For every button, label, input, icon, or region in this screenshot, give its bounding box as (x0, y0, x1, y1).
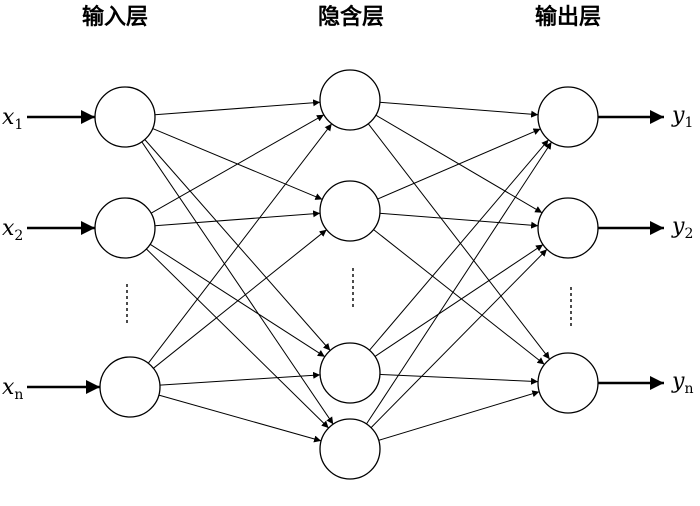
hidden-output-edge (374, 244, 544, 357)
io-arrows-group (27, 110, 664, 394)
input-hidden-edge (147, 123, 333, 364)
input-hidden-edge (159, 371, 321, 386)
input-variable-label: xn (2, 375, 23, 403)
hidden-output-edge (373, 229, 545, 365)
input-hidden-edge (158, 394, 322, 443)
ellipsis-group (126, 268, 572, 328)
hidden-output-edge (370, 249, 548, 428)
output-variable-label: yn (671, 369, 693, 397)
input-node (94, 197, 156, 259)
input-hidden-edge (141, 141, 334, 425)
hidden-output-edge (367, 123, 551, 360)
hidden-node (319, 342, 381, 404)
output-variable-label: y1 (671, 103, 693, 131)
hidden-output-edge (366, 141, 552, 425)
hidden-output-edge (377, 128, 541, 200)
input-hidden-edge (154, 99, 321, 116)
input-hidden-edge (144, 139, 331, 351)
output-node (537, 352, 599, 414)
input-hidden-edge (150, 114, 325, 214)
input-hidden-edge (146, 248, 329, 429)
output-variable-label: y2 (671, 214, 693, 242)
input-variable-label: x1 (2, 105, 23, 133)
hidden-node (319, 418, 381, 480)
input-hidden-edge (153, 229, 327, 369)
hidden-node (319, 69, 381, 131)
input-layer-title: 输入层 (81, 5, 148, 30)
nodes-group (94, 69, 599, 480)
input-variable-label: x2 (2, 216, 23, 244)
hidden-output-edge (379, 212, 539, 229)
output-layer-title: 输出层 (534, 5, 601, 30)
input-hidden-edge (154, 210, 321, 227)
input-node (94, 86, 156, 148)
hidden-node (319, 180, 381, 242)
output-node (537, 197, 599, 259)
input-node (99, 356, 161, 418)
hidden-output-edge (379, 373, 539, 385)
hidden-output-edge (369, 139, 549, 351)
output-node (537, 86, 599, 148)
hidden-layer-title: 隐含层 (317, 5, 384, 30)
hidden-output-edge (378, 390, 540, 441)
hidden-output-edge (379, 101, 539, 118)
variable-labels-group: x1 x2 xn y1 y2 yn (2, 103, 693, 403)
connections-group (141, 99, 552, 443)
